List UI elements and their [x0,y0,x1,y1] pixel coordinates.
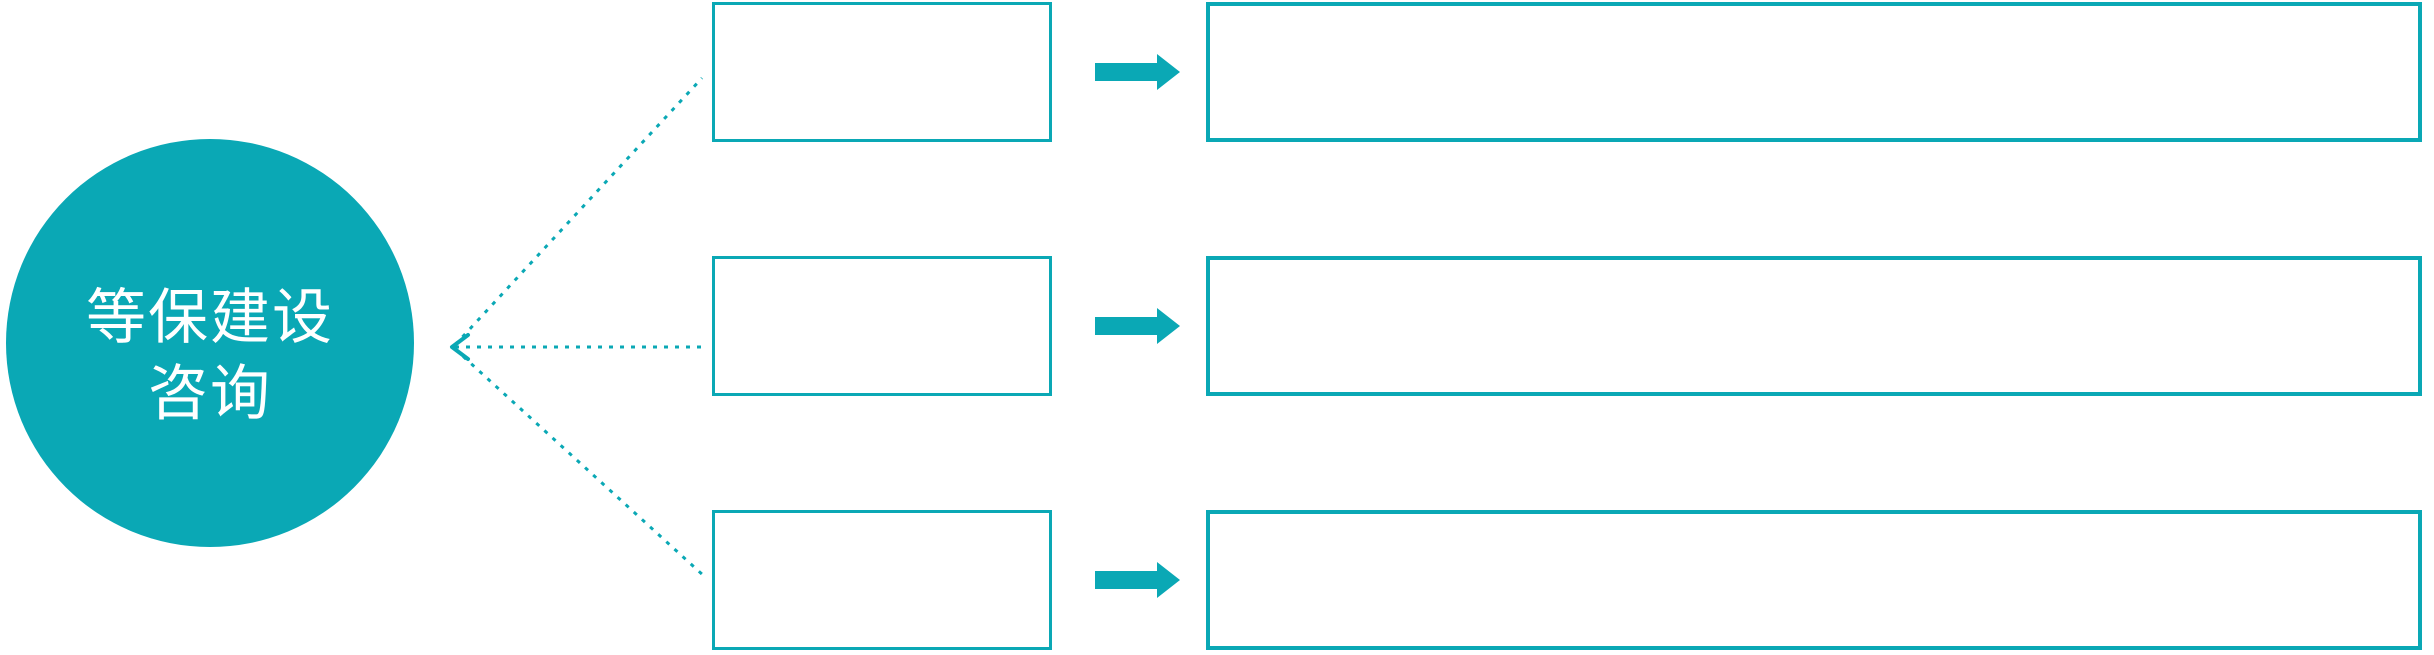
large-box-row-3 [1206,510,2422,650]
small-box-row-1 [712,2,1052,142]
arrow-right-icon [1095,308,1180,344]
arrow-right-icon [1095,562,1180,598]
arrow-right-icon [1095,54,1180,90]
large-box-row-2 [1206,256,2422,396]
chevron-left-icon [450,333,470,361]
small-box-row-3 [712,510,1052,650]
hub-circle: 等保建设 咨询 [6,139,414,547]
small-box-row-2 [712,256,1052,396]
large-box-row-1 [1206,2,2422,142]
hub-circle-label-line1: 等保建设 [86,284,334,351]
hub-circle-label-line2: 咨询 [148,360,272,427]
